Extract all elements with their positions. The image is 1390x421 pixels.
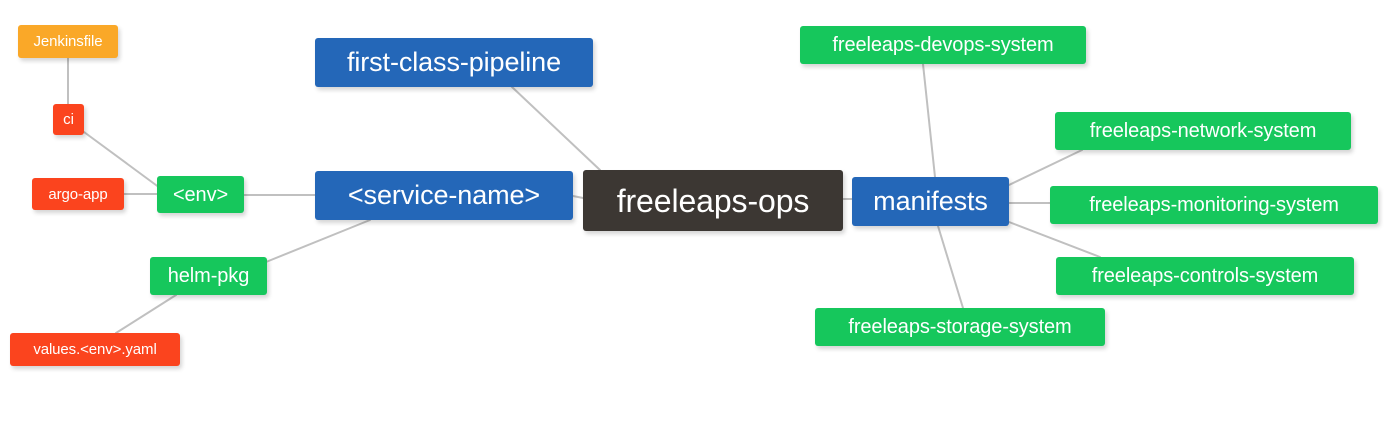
node-first-class-pipeline[interactable]: first-class-pipeline xyxy=(315,38,593,87)
edge-first-class-pipeline-to-freeleaps-ops xyxy=(511,86,601,171)
edge-manifests-to-freeleaps-devops-system xyxy=(922,63,936,178)
node-helm-pkg[interactable]: helm-pkg xyxy=(150,257,267,295)
node-freeleaps-ops[interactable]: freeleaps-ops xyxy=(583,170,843,231)
edge-service-name-to-freeleaps-ops xyxy=(572,195,584,199)
edge-manifests-to-freeleaps-storage-system xyxy=(937,225,964,309)
node-jenkinsfile[interactable]: Jenkinsfile xyxy=(18,25,118,58)
node-manifests[interactable]: manifests xyxy=(852,177,1009,226)
node-ci[interactable]: ci xyxy=(53,104,84,135)
node-service-name[interactable]: <service-name> xyxy=(315,171,573,220)
edge-manifests-to-freeleaps-controls-system xyxy=(1008,221,1101,258)
edge-manifests-to-freeleaps-network-system xyxy=(1008,149,1083,186)
edge-values-yaml-to-helm-pkg xyxy=(115,294,177,334)
node-freeleaps-network-system[interactable]: freeleaps-network-system xyxy=(1055,112,1351,150)
node-freeleaps-storage-system[interactable]: freeleaps-storage-system xyxy=(815,308,1105,346)
node-env[interactable]: <env> xyxy=(157,176,244,213)
node-freeleaps-controls-system[interactable]: freeleaps-controls-system xyxy=(1056,257,1354,295)
edge-helm-pkg-to-service-name xyxy=(265,219,371,263)
node-argo-app[interactable]: argo-app xyxy=(32,178,124,210)
node-freeleaps-devops-system[interactable]: freeleaps-devops-system xyxy=(800,26,1086,64)
node-values-yaml[interactable]: values.<env>.yaml xyxy=(10,333,180,366)
node-freeleaps-monitoring-system[interactable]: freeleaps-monitoring-system xyxy=(1050,186,1378,224)
